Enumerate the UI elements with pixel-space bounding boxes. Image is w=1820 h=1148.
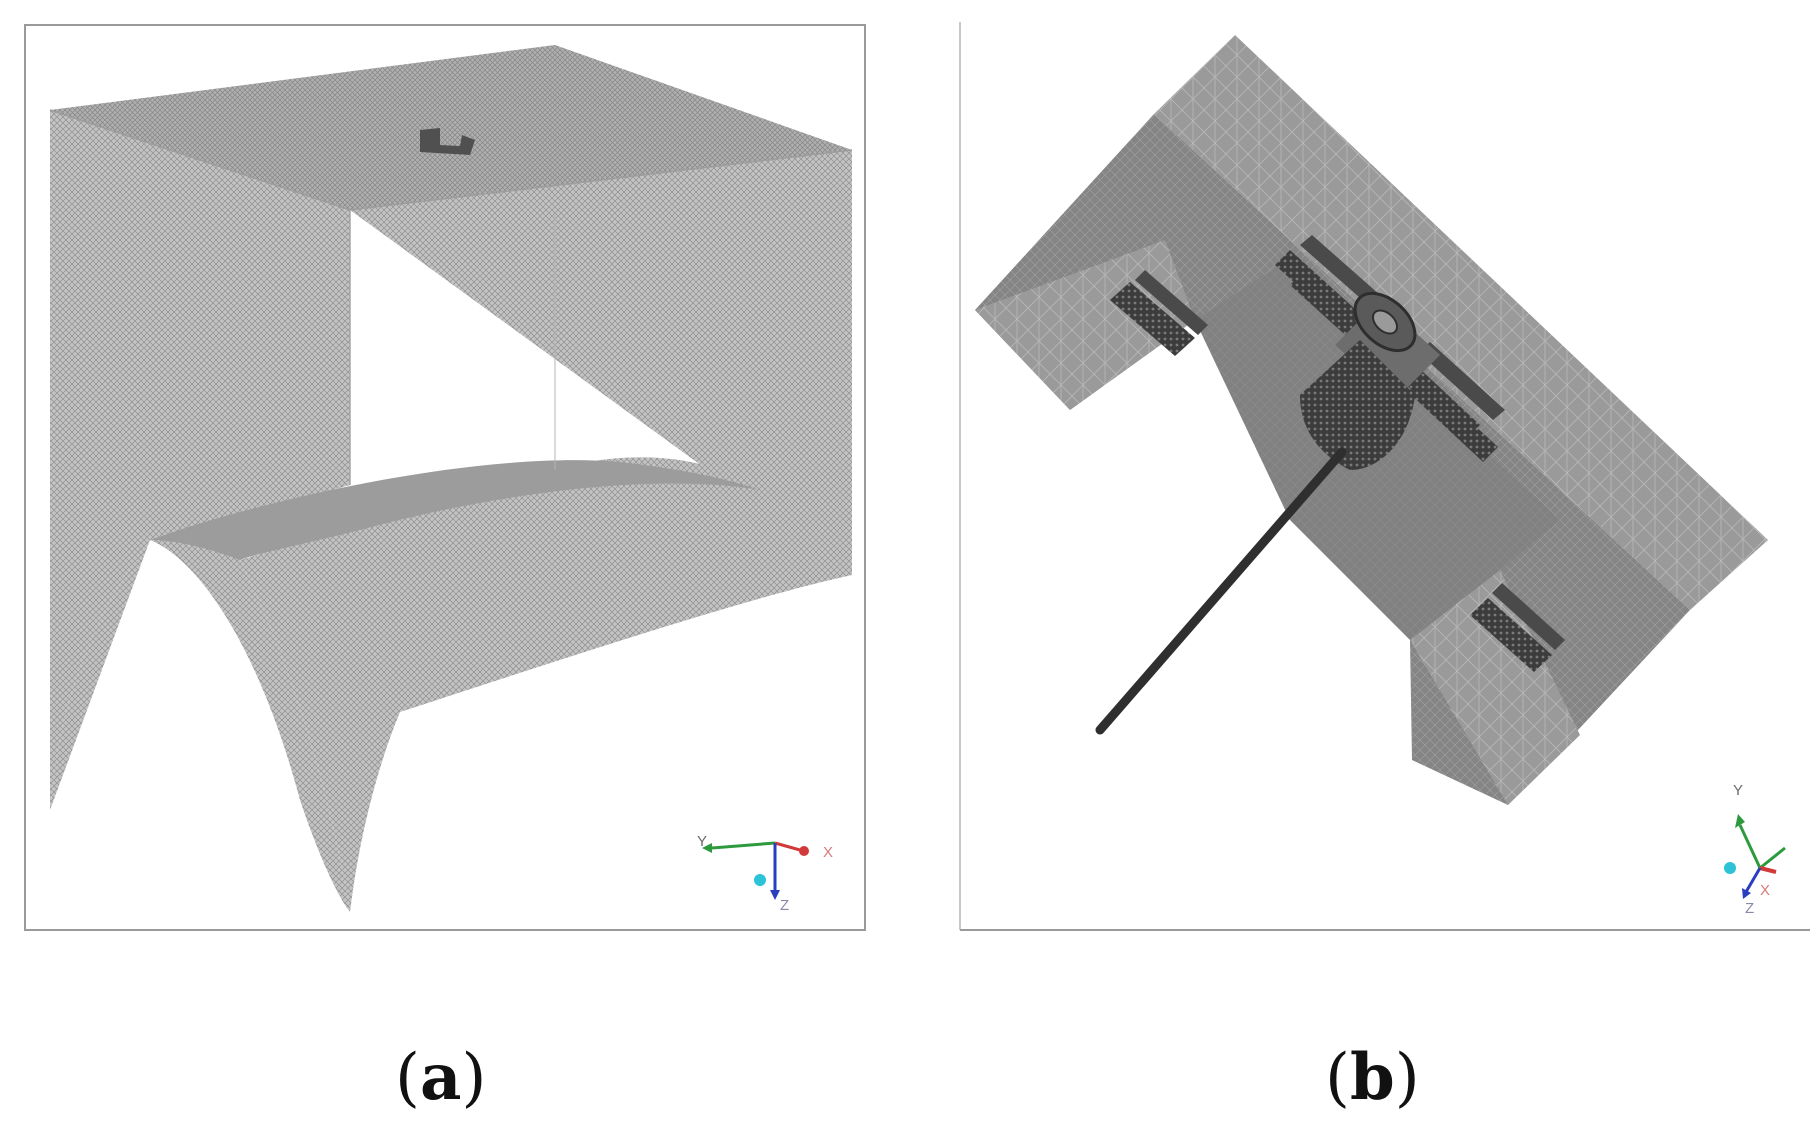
coil-right-leg	[1470, 583, 1565, 672]
axis-label-x-a: X	[823, 844, 833, 861]
axis-label-x-b: X	[1760, 882, 1770, 899]
caption-b: (b)	[1325, 1040, 1420, 1115]
axis-triad-b: Y X Z	[1724, 782, 1786, 917]
probe-rod	[1095, 447, 1347, 735]
caption-a-open: (	[395, 1041, 420, 1115]
caption-b-open: (	[1325, 1041, 1350, 1115]
housing-top-face	[1154, 35, 1768, 610]
top-notch	[420, 128, 475, 155]
arch-left-leg	[50, 540, 350, 912]
axis-triad-a: Y X Z	[697, 833, 833, 914]
block-right-face	[240, 150, 852, 912]
axis-label-y-b: Y	[1733, 782, 1743, 799]
block-top-face	[50, 45, 852, 210]
coil-left	[1110, 270, 1208, 356]
caption-a-close: )	[461, 1041, 487, 1115]
caption-b-letter: b	[1349, 1040, 1395, 1115]
arch-underside	[150, 460, 760, 560]
caption-b-close: )	[1394, 1041, 1420, 1115]
axis-label-z-b: Z	[1745, 900, 1754, 917]
housing-right-leg	[1410, 570, 1580, 805]
axis-label-z-a: Z	[780, 897, 789, 914]
caption-a-letter: a	[419, 1040, 462, 1115]
axis-label-y-a: Y	[697, 833, 707, 850]
mesh-panel-a: Y X Z	[24, 24, 866, 931]
center-cylinder	[1300, 291, 1440, 470]
mesh-panel-b: Y X Z	[959, 22, 1810, 931]
caption-a: (a)	[395, 1040, 486, 1115]
block-left-face	[50, 110, 350, 810]
